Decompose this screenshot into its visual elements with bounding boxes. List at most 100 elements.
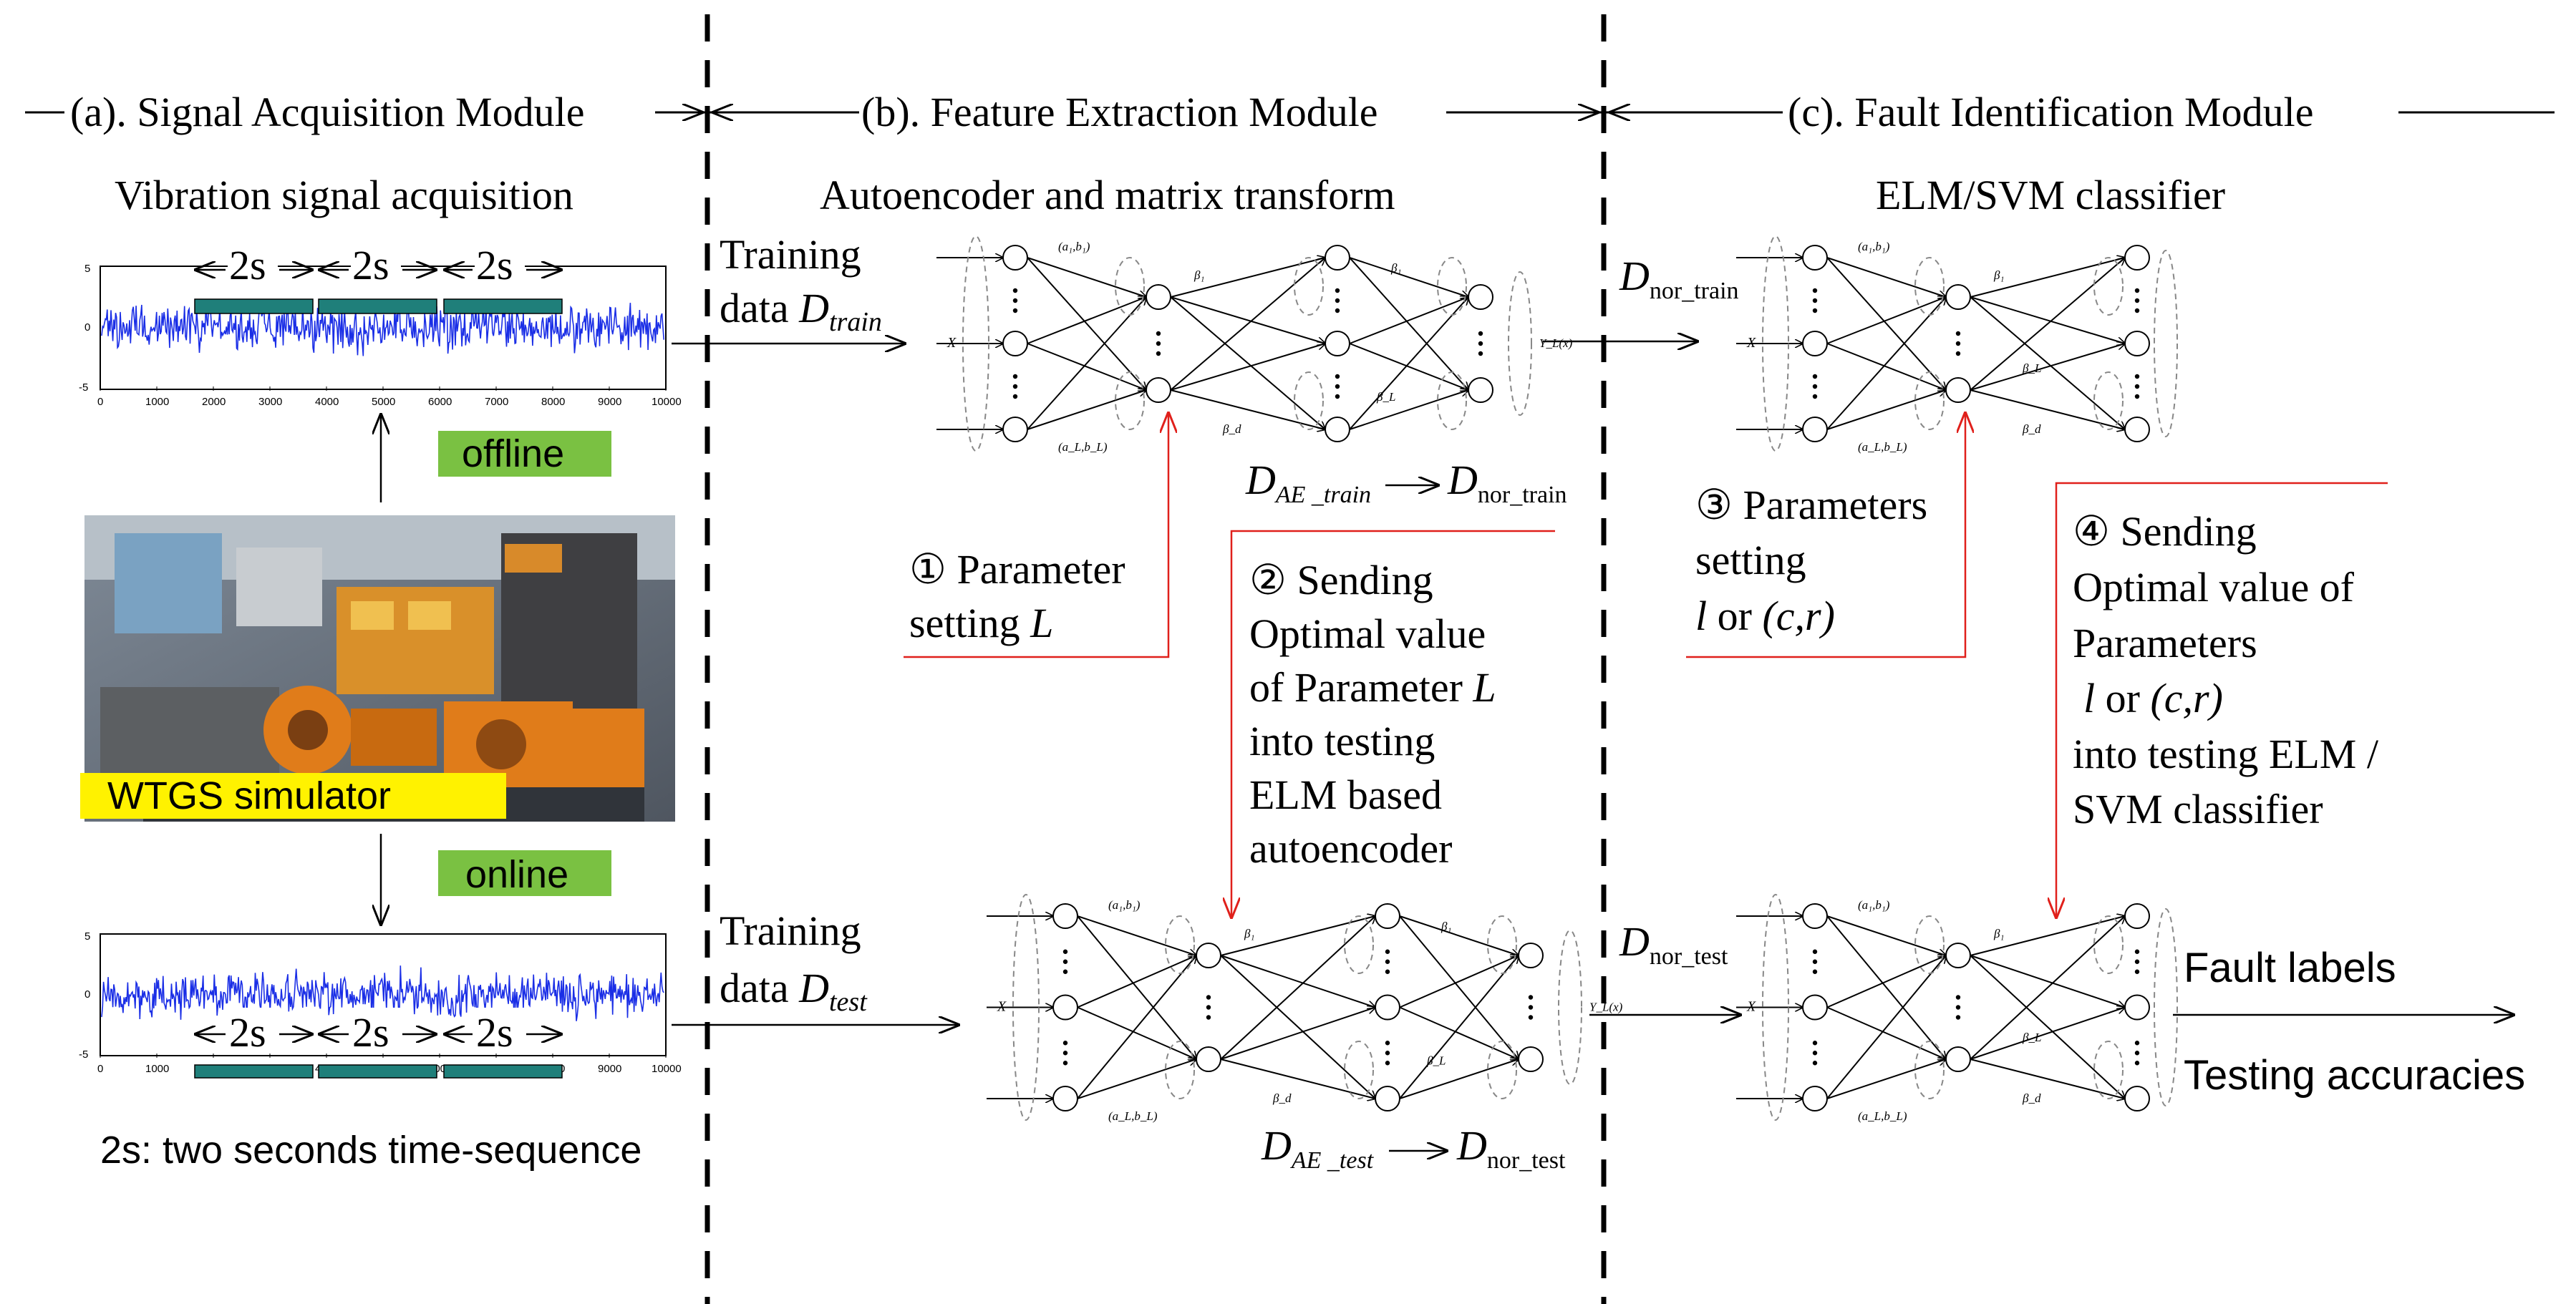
simulator-tag — [80, 773, 506, 819]
network-edge — [1220, 1059, 1375, 1099]
x-tick-label: 5000 — [372, 396, 395, 408]
beta-label: β₁ — [1244, 927, 1254, 940]
network-edge — [1170, 258, 1325, 391]
network-edge — [1970, 296, 2125, 344]
network-node — [1945, 943, 1971, 968]
x-tick-label: 1000 — [145, 396, 169, 408]
ellipsis-dot — [1335, 298, 1340, 303]
step3-line1: ③ Parameters — [1695, 482, 1927, 528]
weight-group-ellipse — [1914, 1041, 1945, 1099]
y-tick: -5 — [79, 381, 88, 394]
weight-label-top: (a₁,b₁) — [1858, 240, 1890, 253]
weight-label-top: (a₁,b₁) — [1058, 240, 1090, 253]
ellipsis-dot — [1955, 995, 1961, 1000]
network-edge — [1027, 343, 1146, 390]
output-label: Y_L(x) — [1539, 336, 1573, 350]
network-node — [1002, 331, 1028, 356]
step1-line1: ① Parameter — [909, 546, 1125, 593]
step2-line3: of Parameter L — [1249, 664, 1496, 711]
ellipsis-dot — [1335, 288, 1340, 293]
test-in-line2: data Dtest — [720, 965, 868, 1017]
ellipsis-dot — [2134, 394, 2140, 399]
input-group-ellipse — [1762, 894, 1789, 1121]
window-label: 2s — [229, 242, 266, 288]
weight-group-ellipse — [1294, 371, 1324, 430]
step4-line3: Parameters — [2073, 620, 2257, 666]
network-node — [2124, 994, 2150, 1021]
window-bar — [194, 298, 314, 314]
y-tick: 0 — [84, 988, 90, 1001]
ellipsis-dot — [1012, 394, 1018, 399]
input-label: X — [997, 999, 1007, 1015]
beta-label: β_d — [1272, 1091, 1292, 1105]
step3-connector — [1686, 412, 1965, 658]
network-edge — [1970, 916, 2125, 1060]
window-label: 2s — [476, 1009, 513, 1056]
network-edge — [1970, 258, 2125, 391]
ellipsis-dot — [1812, 959, 1818, 964]
ellipsis-dot — [1385, 1061, 1390, 1066]
network-node — [1052, 903, 1078, 929]
train-in-line2: data Dtrain — [720, 285, 882, 337]
network-edge — [1826, 1059, 1946, 1099]
network-edge — [1170, 389, 1325, 429]
network-node — [1468, 377, 1493, 403]
ellipsis-dot — [2134, 1051, 2140, 1056]
weight-group-ellipse — [2093, 1041, 2124, 1099]
ellipsis-dot — [2134, 969, 2140, 974]
output-group-ellipse — [2154, 250, 2178, 437]
weight-label-bottom: (a_L,b_L) — [1108, 1109, 1158, 1123]
network-edge — [1349, 390, 1468, 430]
step4-line4: l or (c,r) — [2083, 675, 2223, 721]
network-edge — [1399, 915, 1519, 955]
network-edge — [1170, 344, 1325, 391]
ae-test-transform: DAE _test — [1261, 1122, 1375, 1174]
weight-group-ellipse — [2093, 257, 2124, 316]
network-node — [1146, 377, 1171, 403]
network-edge — [1970, 389, 2125, 429]
step2-line4: into testing — [1249, 718, 1435, 764]
nor-train-input: Dnor_train — [1619, 253, 1739, 304]
classifier-network-test: X(a₁,b₁)(a_L,b_L)β₁β_dβ_L — [1736, 894, 2178, 1123]
network-edge — [1970, 1008, 2125, 1060]
simulator-label: WTGS simulator — [107, 774, 391, 817]
network-edge — [1826, 915, 1946, 955]
ellipsis-dot — [1812, 288, 1818, 293]
module-c-title: (c). Fault Identification Module — [1788, 89, 2313, 135]
ellipsis-dot — [1385, 969, 1390, 974]
network-edge — [1349, 257, 1468, 390]
weight-group-ellipse — [1487, 1041, 1517, 1099]
ellipsis-dot — [1062, 969, 1068, 974]
output-group-ellipse — [1558, 930, 1582, 1085]
x-tick-label: 6000 — [428, 396, 452, 408]
ellipsis-dot — [1812, 384, 1818, 389]
network-edge — [1220, 955, 1375, 1008]
network-edge — [1826, 955, 1946, 1008]
step3-line3: l or (c,r) — [1695, 593, 1835, 639]
ellipsis-dot — [1206, 1005, 1211, 1010]
network-node — [1802, 417, 1828, 442]
step2-line6: autoencoder — [1249, 825, 1452, 872]
network-edge — [1027, 390, 1146, 430]
network-edge — [1826, 343, 1946, 390]
input-label: X — [1746, 335, 1756, 351]
network-edge — [1170, 296, 1325, 344]
ellipsis-dot — [1812, 298, 1818, 303]
beta-label: β_d — [2022, 422, 2041, 436]
beta-label: β_d — [1222, 422, 1241, 436]
offline-label: offline — [462, 432, 564, 475]
ellipsis-dot — [2134, 298, 2140, 303]
ellipsis-dot — [1062, 1061, 1068, 1066]
window-bar — [318, 298, 437, 314]
window-bar — [194, 1064, 314, 1079]
module-a-title: (a). Signal Acquisition Module — [70, 89, 585, 135]
step1-connector — [904, 412, 1168, 658]
network-node — [1196, 943, 1221, 968]
ellipsis-dot — [1385, 1051, 1390, 1056]
x-tick-label: 4000 — [315, 396, 339, 408]
network-edge — [1826, 390, 1946, 430]
network-edge — [1970, 955, 2125, 1008]
network-edge — [1399, 1006, 1519, 1060]
network-edge — [1399, 955, 1519, 1099]
